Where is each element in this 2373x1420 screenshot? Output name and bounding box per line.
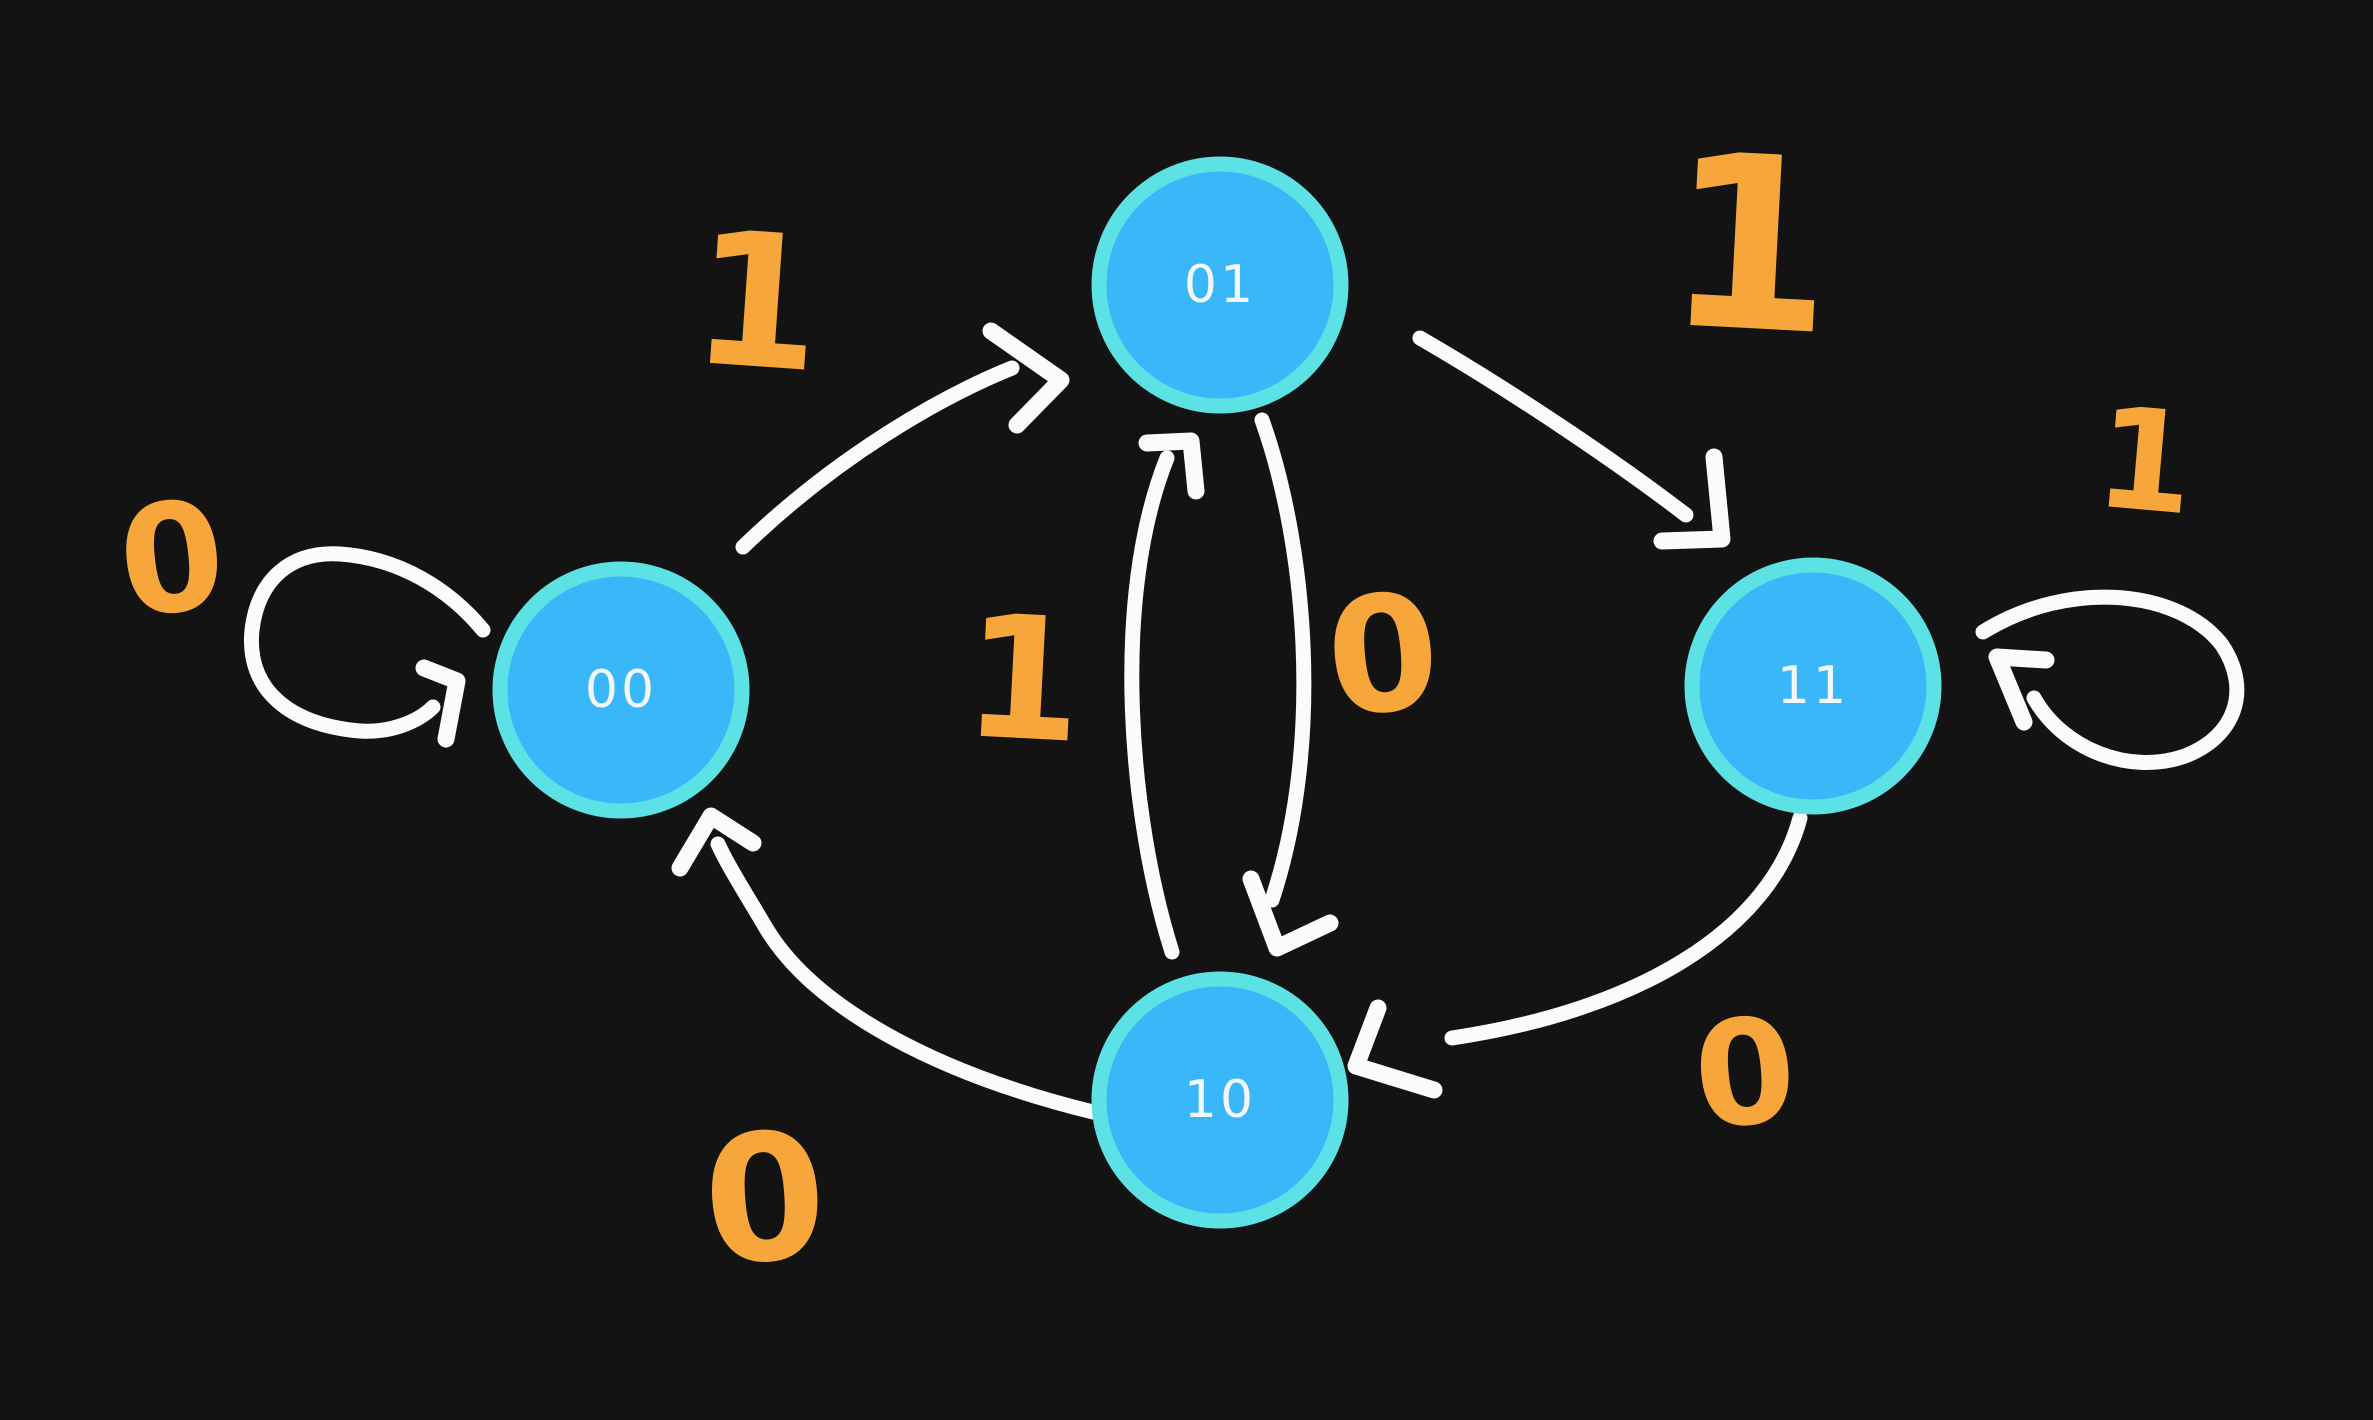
transition-00-to-01[interactable]: 1 (685, 190, 1070, 555)
edge-10-00 (710, 836, 1101, 1120)
transition-11-to-11[interactable]: 1 (1975, 377, 2245, 770)
transition-label: 0 (697, 1095, 833, 1306)
transition-01-to-10[interactable]: 0 (1242, 412, 1447, 957)
transition-label: 1 (685, 190, 828, 414)
arrowhead-01-10 (1242, 870, 1339, 957)
state-01[interactable]: 01 (1091, 156, 1349, 414)
transition-label: 1 (959, 578, 1087, 782)
transition-01-to-11[interactable]: 1 (1412, 101, 1841, 550)
transition-label: 1 (2089, 377, 2200, 548)
arrowhead-11-self (1988, 648, 2055, 731)
state-00[interactable]: 00 (492, 561, 750, 819)
state-label: 00 (585, 660, 657, 720)
transition-label: 0 (1687, 985, 1802, 1162)
transition-11-to-10[interactable]: 0 (1347, 810, 1808, 1163)
arrowhead-01-11 (1653, 448, 1731, 550)
edge-11-10 (1444, 810, 1808, 1046)
edge-10-01 (1124, 450, 1180, 960)
arrowhead-11-10 (1347, 999, 1443, 1099)
state-circle (1684, 557, 1942, 815)
transition-00-to-00[interactable]: 0 (111, 468, 491, 748)
state-10[interactable]: 10 (1091, 971, 1349, 1229)
state-11[interactable]: 11 (1684, 557, 1942, 815)
edge-01-10 (1254, 412, 1312, 908)
state-circle (1091, 971, 1349, 1229)
arrowhead-00-self (415, 659, 466, 748)
transition-10-to-01[interactable]: 1 (959, 432, 1205, 960)
state-label: 11 (1777, 656, 1849, 716)
state-label: 01 (1184, 255, 1256, 315)
edge-01-11 (1412, 330, 1694, 523)
arrowhead-00-01 (982, 322, 1070, 434)
state-label: 10 (1184, 1070, 1256, 1130)
arrowhead-10-00 (671, 807, 762, 877)
arrowhead-10-01 (1138, 432, 1205, 500)
transition-label: 1 (1659, 101, 1840, 389)
edge-00-01 (735, 360, 1020, 555)
edge-11-self-loop (1975, 589, 2245, 770)
edge-00-self-loop (243, 546, 491, 739)
transition-label: 0 (111, 468, 233, 652)
transition-label: 0 (1319, 557, 1446, 753)
transition-10-to-00[interactable]: 0 (671, 807, 1101, 1306)
state-circle (1091, 156, 1349, 414)
state-circle (492, 561, 750, 819)
